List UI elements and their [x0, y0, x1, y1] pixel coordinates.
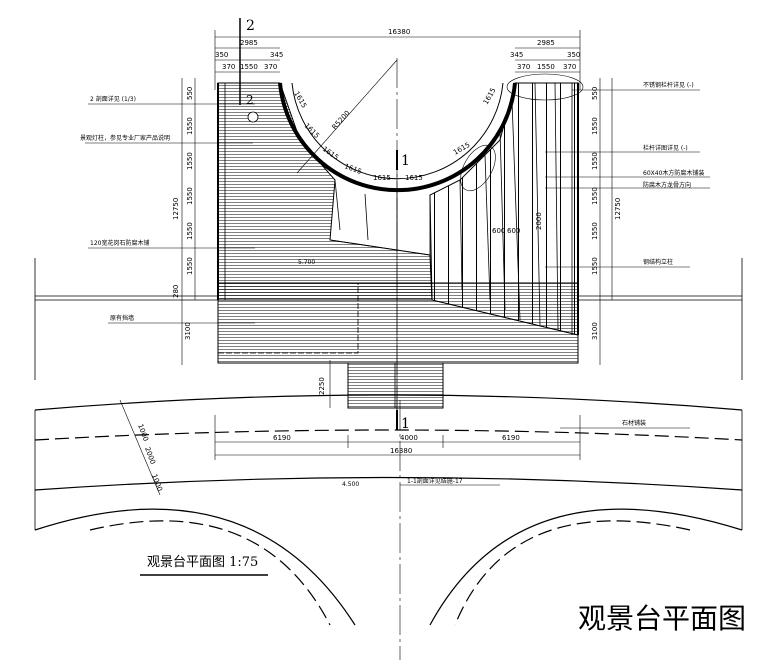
dim-right-seg-3: 1550: [591, 152, 599, 170]
dim-right-seg-6: 1550: [591, 257, 599, 275]
dim-top-r-c: 370: [563, 63, 576, 71]
annotation-r3: 60X40木方防腐木铺装: [643, 169, 704, 177]
annotation-l3: 120宽花岗石防腐木铺: [90, 239, 149, 247]
ground-lines: [34, 258, 743, 530]
dim-inner-600a: 600: [492, 227, 505, 235]
dim-top-l-b: 1550: [240, 63, 258, 71]
section-mark-1-bottom: 1: [401, 416, 410, 432]
dim-top-r2: 350: [567, 51, 580, 59]
dim-top-l-a: 370: [222, 63, 235, 71]
dim-left-seg-2: 1550: [186, 117, 194, 135]
dim-bottom-c: 6190: [502, 434, 520, 442]
dim-right-seg-2: 1550: [591, 117, 599, 135]
dim-left-total: 12750: [172, 198, 180, 220]
dim-left-seg-6: 1550: [186, 257, 194, 275]
dim-top-r-a: 370: [517, 63, 530, 71]
right-leaders: [400, 73, 710, 486]
dim-left-2250: 2250: [318, 377, 326, 395]
dim-arc-5: 1615: [373, 174, 391, 182]
dim-right-seg-5: 1550: [591, 222, 599, 240]
dim-top-l1: 350: [215, 51, 228, 59]
dim-top-l2: 345: [270, 51, 283, 59]
dim-right-seg-1: 550: [591, 87, 599, 100]
dim-right-total: 12750: [614, 198, 622, 220]
dim-right-seg-4: 1550: [591, 187, 599, 205]
dim-left-seg-5: 1550: [186, 222, 194, 240]
dim-inner-600b: 600: [507, 227, 520, 235]
dim-right-3100: 3100: [591, 322, 599, 340]
dim-top-right: 2985: [537, 39, 555, 47]
dim-radius: R5200: [331, 109, 352, 131]
top-dims-lines: [214, 30, 581, 90]
annotation-l1: 2 剖面详见 (1/3): [90, 95, 136, 103]
annotation-r5: 钢结构立柱: [643, 258, 673, 266]
dim-top-left: 2985: [240, 39, 258, 47]
annotation-r2: 栏杆详图详见 (-): [643, 144, 688, 152]
dim-left-seg-3: 1550: [186, 152, 194, 170]
road-dims-lines: [119, 399, 161, 496]
annotation-l4: 原有挡墙: [110, 314, 134, 322]
dim-top-total: 16380: [388, 28, 410, 36]
dim-arc-6: 1615: [405, 174, 423, 182]
annotation-r6: 石材铺装: [622, 419, 646, 427]
title-small: 观景台平面图 1:75: [147, 555, 258, 570]
elevation-deck: 5.700: [298, 259, 315, 266]
elevation-ground: 4.500: [342, 481, 359, 488]
dim-top-r-b: 1550: [537, 63, 555, 71]
annotation-r4: 防腐木方龙骨方向: [643, 181, 691, 189]
dim-top-r1: 345: [510, 51, 523, 59]
lamp-post-icon: [247, 111, 259, 123]
dim-road-2000: 2000: [143, 446, 157, 465]
lower-platform: [217, 282, 579, 409]
title-main: 观景台平面图: [578, 602, 746, 635]
dim-left-3100: 3100: [184, 322, 192, 340]
section-mark-1-top: 1: [401, 153, 410, 169]
section-mark-2-top: 2: [246, 18, 255, 34]
curved-railing: [278, 82, 559, 331]
dim-arc-2: 1615: [303, 122, 321, 140]
dim-top-l-c: 370: [264, 63, 277, 71]
dim-bottom-total: 16380: [390, 447, 412, 455]
left-dims-lines: [181, 78, 331, 408]
dim-bottom-b: 4000: [400, 434, 418, 442]
dim-left-280: 280: [172, 285, 180, 298]
road: [34, 394, 743, 660]
dim-arc-3: 1615: [321, 145, 340, 162]
dim-bottom-a: 6190: [273, 434, 291, 442]
dim-arc-4: 1615: [343, 162, 362, 176]
annotation-l2: 景观灯柱，参见专业厂家产品说明: [80, 134, 170, 142]
dim-road-1000a: 1000: [136, 423, 150, 442]
left-leaders: [85, 103, 255, 324]
dim-inner-2000: 2000: [535, 212, 543, 230]
annotation-r1: 不锈钢栏杆详见 (-): [643, 81, 694, 89]
right-dims-lines: [599, 78, 613, 365]
dim-left-seg-4: 1550: [186, 187, 194, 205]
bottom-dims-lines: [214, 415, 581, 460]
axes: [239, 18, 398, 430]
dim-arc-7: 1615: [452, 141, 471, 157]
dim-arc-8: 1615: [482, 87, 498, 106]
dim-left-seg-1: 550: [186, 87, 194, 100]
section-mark-2-mid: 2: [246, 93, 254, 107]
annotation-section-ref: 1-1剖面详见结施-17: [407, 477, 463, 485]
